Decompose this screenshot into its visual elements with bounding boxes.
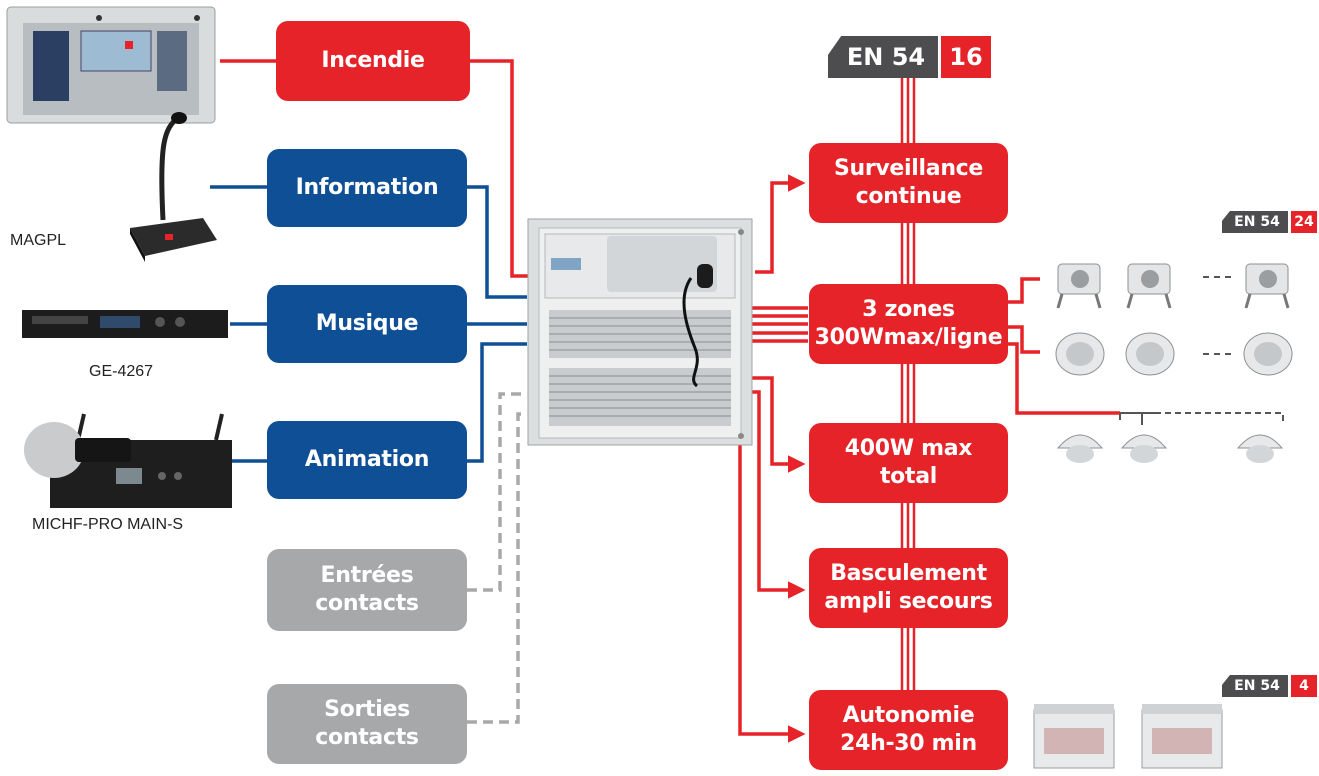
wireless-microphone-receiver	[20, 410, 235, 510]
en54-number: 16	[941, 36, 991, 78]
incendie-box: Incendie	[276, 21, 470, 101]
horn-speaker-icon	[1244, 263, 1290, 309]
battery-icon	[1033, 704, 1115, 769]
wireless-mic-label: MICHF-PRO MAIN-S	[32, 516, 184, 533]
player-label: GE-4267	[89, 363, 154, 380]
horn-speakers	[1040, 250, 1300, 310]
en54-4-badge: EN 54 4	[1222, 675, 1317, 697]
information-box: Information	[267, 149, 467, 227]
musique-box: Musique	[267, 285, 467, 363]
basculement-arrow	[752, 390, 806, 599]
en54-label: EN 54	[1222, 211, 1288, 233]
pendant-speaker-icon	[1056, 434, 1104, 463]
amplifier-grille-top	[549, 310, 731, 358]
surveillance-arrow	[755, 174, 806, 274]
microphone-label: MAGPL	[10, 232, 67, 249]
en54-24-badge: EN 54 24	[1222, 211, 1317, 233]
en54-number: 24	[1291, 211, 1317, 233]
desk-microphone	[125, 110, 220, 262]
pendant-speakers	[1050, 418, 1310, 468]
battery-icon	[1141, 704, 1223, 769]
incendie-line	[220, 59, 537, 278]
en54-label: EN 54	[1222, 675, 1288, 697]
ceiling-speaker-icon	[1055, 332, 1105, 376]
media-player	[20, 306, 230, 342]
ceiling-wire	[1005, 325, 1040, 354]
entrees-line	[467, 392, 527, 592]
power-arrow	[752, 376, 806, 473]
fire-panel	[5, 5, 217, 125]
horn-speaker-icon	[1126, 263, 1172, 309]
pendant-wire	[1005, 342, 1120, 415]
animation-box: Animation	[267, 421, 467, 499]
ceiling-speakers	[1040, 330, 1300, 380]
en54-16-badge: EN 54 16	[828, 36, 991, 78]
sorties-line	[467, 412, 527, 724]
en54-number: 4	[1291, 675, 1317, 697]
information-line	[210, 185, 527, 299]
horn-speaker-icon	[1056, 263, 1102, 309]
autonomie-arrow	[738, 444, 806, 743]
ceiling-speaker-icon	[1243, 332, 1293, 376]
amplifier-grille-bottom	[549, 368, 731, 426]
pendant-bus-dashed	[1155, 412, 1284, 425]
pendant-speaker-icon	[1120, 434, 1168, 463]
en54-label: EN 54	[828, 36, 938, 78]
batteries	[1030, 700, 1240, 772]
central-cabinet	[527, 218, 753, 446]
horn-wire	[1005, 277, 1040, 304]
ceiling-speaker-icon	[1125, 332, 1175, 376]
pendant-speaker-icon	[1236, 434, 1284, 463]
